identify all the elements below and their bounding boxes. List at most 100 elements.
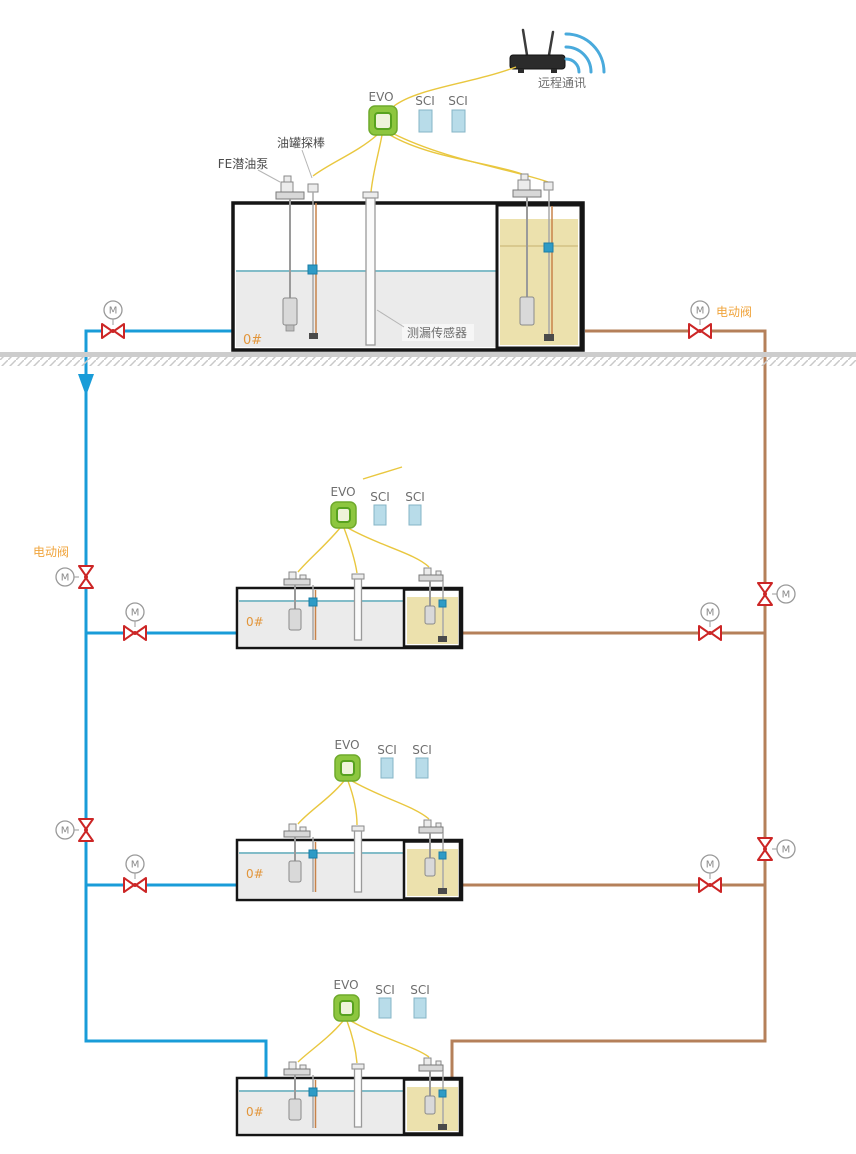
- motor-icon: [125, 602, 145, 622]
- motor-icon: [690, 300, 710, 320]
- sci-label: SCI: [405, 490, 425, 504]
- sci-module-1b: SCI: [405, 490, 425, 526]
- leak-sensor-pipe: [351, 573, 365, 641]
- sci-label: SCI: [375, 983, 395, 997]
- tank-probe-assembly: [308, 837, 318, 892]
- sci-module-icon: [451, 109, 466, 133]
- svg-text:M: M: [109, 306, 118, 317]
- antenna-icon: [547, 30, 555, 57]
- level-sensor-icon: [438, 599, 447, 608]
- level-sensor-icon: [438, 851, 447, 860]
- motor-valve: M: [101, 300, 125, 339]
- submersible-pump-assembly: [283, 1061, 311, 1121]
- motor-icon: [700, 854, 720, 874]
- electric-valve-label: 电动阀: [716, 305, 752, 319]
- motor-icon: [776, 839, 796, 859]
- sci-module-icon: [418, 109, 433, 133]
- evo-controller-2: EVO: [334, 738, 361, 782]
- evo-screen: [336, 507, 351, 523]
- motor-icon: [103, 300, 123, 320]
- fuel-tank-1: 0#: [235, 567, 464, 650]
- sci-label: SCI: [448, 94, 468, 108]
- tank-probe-assembly: [307, 183, 319, 339]
- pump-body: [424, 605, 436, 625]
- motor-icon: [700, 602, 720, 622]
- motor-valve: M: [55, 565, 94, 589]
- evo-controller-main: EVO: [368, 90, 398, 136]
- sci-module-2a: SCI: [377, 743, 397, 779]
- motor-valve: M: [698, 602, 722, 641]
- pump-body: [288, 860, 302, 883]
- submersible-pump-assembly: [283, 823, 311, 883]
- tank-probe-assembly: [308, 585, 318, 640]
- svg-text:M: M: [131, 860, 140, 871]
- pump-body: [424, 1095, 436, 1115]
- evo-label: EVO: [330, 485, 355, 499]
- router-foot: [518, 69, 524, 73]
- evo-controller-3: EVO: [333, 978, 360, 1022]
- motor-valve: M: [757, 582, 796, 606]
- sci-module-main-2: SCI: [448, 94, 468, 133]
- motor-icon: [125, 854, 145, 874]
- sci-module-2b: SCI: [412, 743, 432, 779]
- fe-pump-label: FE潜油泵: [218, 157, 269, 171]
- level-sensor-icon: [543, 242, 554, 253]
- sci-module-icon: [413, 997, 427, 1019]
- svg-text:M: M: [61, 573, 70, 584]
- sci-module-icon: [380, 757, 394, 779]
- evo-screen: [340, 760, 355, 776]
- tank-grade-label: 0#: [246, 1105, 264, 1119]
- leak-sensor-pipe: [351, 825, 365, 893]
- level-sensor-icon: [308, 849, 318, 859]
- antenna-icon: [521, 28, 529, 57]
- motor-valve: M: [123, 854, 147, 893]
- svg-text:M: M: [782, 590, 791, 601]
- fuel-side-assembly: [418, 567, 447, 642]
- fuel-side-assembly: [512, 173, 554, 341]
- motor-valve: M: [55, 818, 94, 842]
- motor-icon: [776, 584, 796, 604]
- sci-module-3a: SCI: [375, 983, 395, 1019]
- submersible-pump-assembly: [283, 571, 311, 631]
- tank-grade-label: 0#: [246, 615, 264, 629]
- motor-icon: [55, 567, 75, 587]
- signal-wires: [297, 66, 549, 1064]
- sci-module-3b: SCI: [410, 983, 430, 1019]
- router-body: [509, 54, 566, 70]
- tank-grade-label: 0#: [243, 333, 262, 348]
- tank-grade-label: 0#: [246, 867, 264, 881]
- fuel-tank-2: 0#: [235, 819, 464, 902]
- remote-comm-label: 远程通讯: [538, 75, 586, 90]
- motor-icon: [55, 820, 75, 840]
- router-foot: [551, 69, 557, 73]
- fuel-side-assembly: [418, 1057, 447, 1130]
- pump-body: [288, 608, 302, 631]
- motor-valve: M: [757, 837, 796, 861]
- ground-line: [0, 352, 856, 366]
- sci-module-icon: [378, 997, 392, 1019]
- leak-sensor-pipe: [351, 1063, 365, 1128]
- evo-label: EVO: [333, 978, 358, 992]
- level-sensor-icon: [308, 1087, 318, 1097]
- evo-label: EVO: [368, 90, 393, 104]
- tank-probe-assembly: [308, 1075, 318, 1128]
- evo-label: EVO: [334, 738, 359, 752]
- tank-probe-label: 油罐探棒: [277, 136, 325, 150]
- sci-label: SCI: [370, 490, 390, 504]
- sci-module-1a: SCI: [370, 490, 390, 526]
- sci-label: SCI: [377, 743, 397, 757]
- pump-body: [424, 857, 436, 877]
- evo-controller-1: EVO: [330, 485, 357, 529]
- level-sensor-icon: [308, 597, 318, 607]
- level-sensor-icon: [438, 1089, 447, 1098]
- sci-module-main-1: SCI: [415, 94, 435, 133]
- sci-label: SCI: [410, 983, 430, 997]
- svg-text:M: M: [131, 608, 140, 619]
- supply-pipe-blue: [78, 329, 268, 1078]
- sci-module-icon: [415, 757, 429, 779]
- submersible-pump-assembly: [275, 175, 305, 332]
- pump-body: [282, 297, 298, 326]
- wifi-signal-icon: [564, 32, 606, 74]
